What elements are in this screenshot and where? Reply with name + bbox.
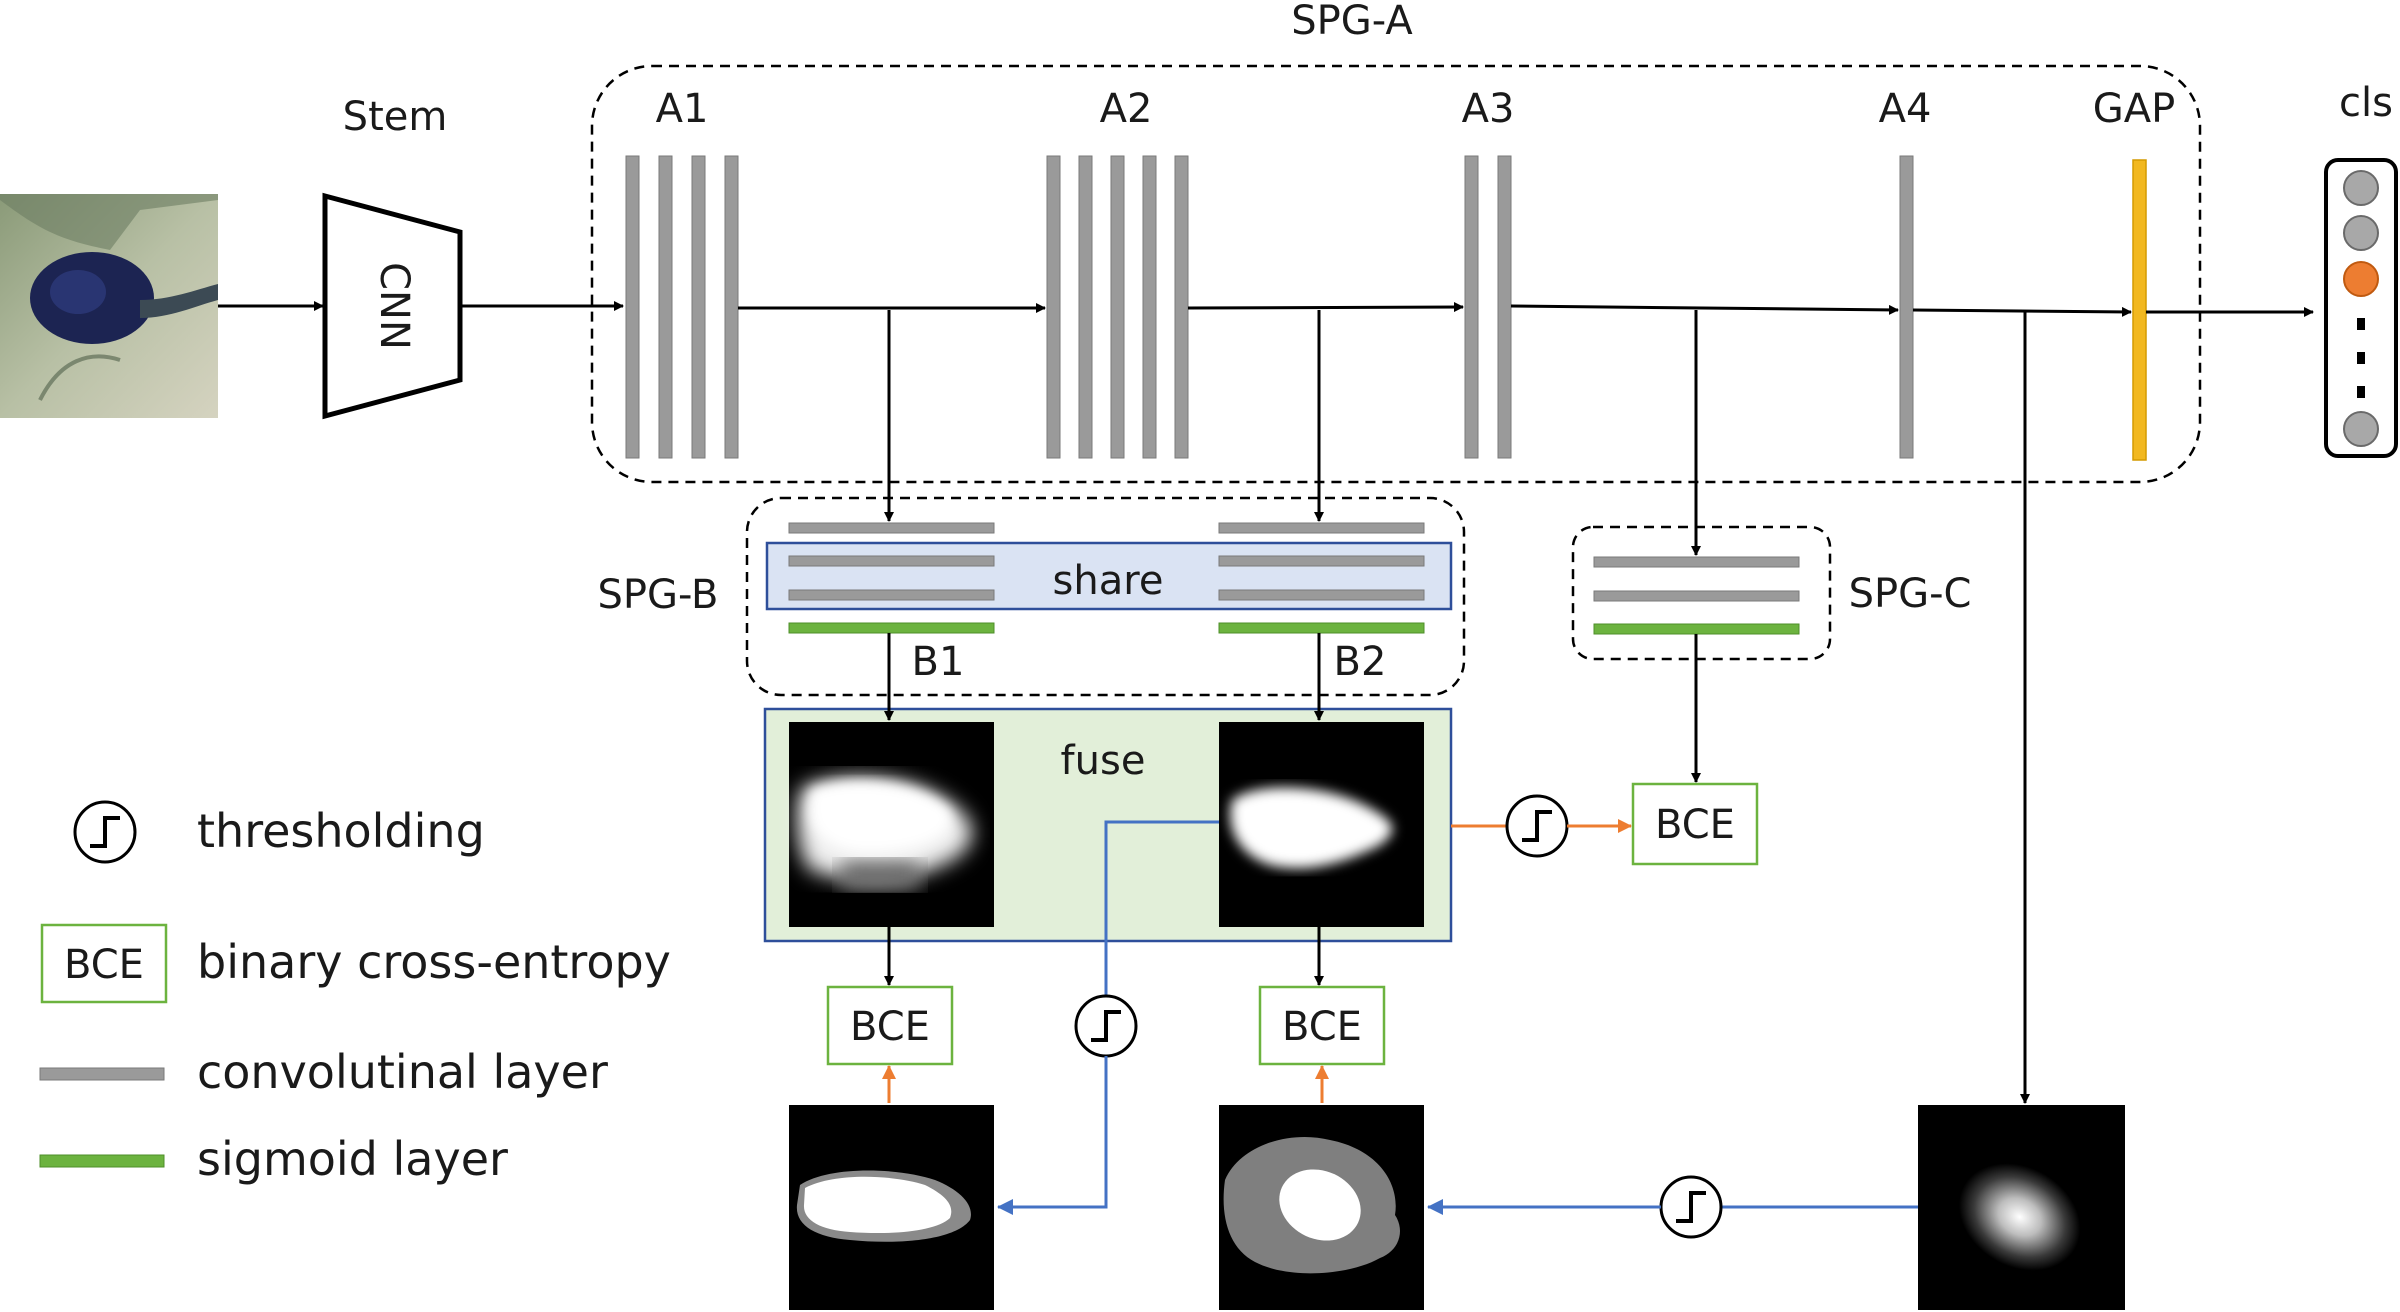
legend-conv: convolutinal layer: [197, 1045, 608, 1099]
spg-a-label: SPG-A: [1291, 0, 1413, 44]
b1-localization-map: [789, 722, 994, 927]
stage-a1-label: A1: [656, 86, 709, 132]
legend-sigmoid-swatch: [39, 1154, 165, 1168]
stage-a1-layers: [625, 155, 739, 459]
stage-a3-label: A3: [1462, 86, 1515, 132]
legend-sigmoid: sigmoid layer: [197, 1132, 508, 1186]
step-threshold-icon: [1074, 994, 1138, 1058]
b1-pseudo-mask: [789, 1105, 994, 1310]
legend-bce: binary cross-entropy: [197, 935, 671, 989]
arrow-a3-to-a4: [1510, 304, 1899, 315]
stem-label: Stem: [343, 94, 448, 140]
spga-attention-map: [1918, 1105, 2125, 1310]
b2-localization-map: [1219, 722, 1424, 927]
step-threshold-icon: [1659, 1175, 1723, 1239]
fuse-label: fuse: [1061, 738, 1146, 784]
gap-layer: [2132, 159, 2147, 461]
input-image-tadpole: [0, 194, 218, 418]
bce-box-b2: [1258, 985, 1386, 1066]
arrow-threshold-to-b1-mask: [997, 1056, 1108, 1215]
branch-b2-layers: [1218, 522, 1425, 634]
bce-label-spgc: BCE: [1655, 802, 1735, 848]
gap-label: GAP: [2093, 86, 2175, 132]
step-threshold-icon: [73, 800, 137, 864]
legend-bce-box-label: BCE: [64, 942, 144, 988]
cls-label: cls: [2339, 80, 2393, 126]
spg-a-region: [590, 64, 2202, 484]
legend-conv-swatch: [39, 1067, 165, 1081]
stage-a2-layers: [1046, 155, 1189, 459]
branch-b1-layers: [788, 522, 995, 634]
legend: thresholding BCE binary cross-entropy co…: [39, 800, 671, 1186]
bce-label-b2: BCE: [1282, 1004, 1362, 1050]
bce-box-spgc: [1631, 782, 1759, 866]
share-label: share: [1053, 558, 1164, 604]
spg-b-region: [745, 496, 1466, 697]
cls-output-vector: [2324, 158, 2398, 458]
stem-cnn-block: CNN: [322, 192, 463, 420]
branch-b1-label: B1: [912, 639, 965, 685]
b2-pseudo-mask: [1219, 1105, 1424, 1310]
stage-a3-layers: [1464, 155, 1512, 459]
bce-label-b1: BCE: [850, 1004, 930, 1050]
arrow-b2-map-to-threshold: [1104, 820, 1219, 996]
stage-a4-layer: [1899, 155, 1914, 459]
spg-c-region: [1571, 525, 1832, 661]
bce-box-b1: [826, 985, 954, 1066]
spg-c-layers: [1593, 556, 1800, 635]
step-threshold-icon: [1505, 794, 1569, 858]
stage-a4-label: A4: [1879, 86, 1932, 132]
spg-c-label: SPG-C: [1849, 571, 1972, 617]
stage-a2-label: A2: [1100, 86, 1153, 132]
legend-bce-box: [40, 923, 168, 1004]
legend-thresholding: thresholding: [197, 804, 485, 858]
cnn-label: CNN: [371, 262, 417, 350]
spg-b-label: SPG-B: [598, 572, 719, 618]
branch-b2-label: B2: [1334, 639, 1387, 685]
arrow-a2-to-a3: [1187, 302, 1464, 313]
arrow-a4-to-gap: [1912, 306, 2132, 317]
